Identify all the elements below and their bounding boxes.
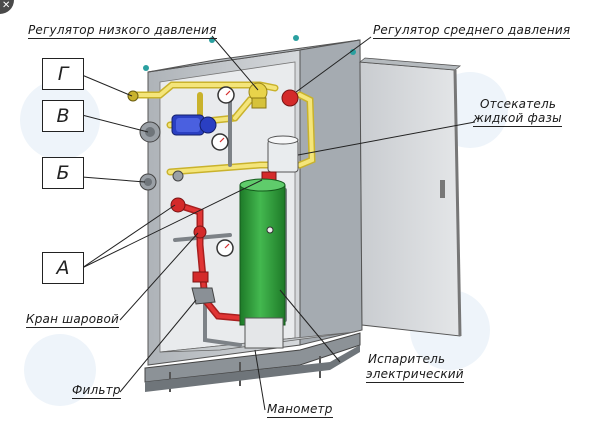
label-evaporator-line1: Испаритель [368,352,446,366]
label-low-pressure-regulator: Регулятор низкого давления [28,23,217,39]
gauges [211,86,276,257]
label-ball-valve: Кран шаровой [26,312,120,328]
leader-lines [81,35,476,411]
label-filter: Фильтр [72,383,121,399]
label-medium-pressure-regulator: Регулятор среднего давления [373,23,571,39]
box-label-a: А [42,252,84,284]
liquid-phase-cutoff [261,135,299,187]
box-label-v: В [42,100,84,132]
label-evaporator-line2: электрический [366,367,464,383]
inlet-flanges [127,90,184,191]
label-cutoff-line1: Отсекатель [480,97,557,111]
ball-valve-line [170,197,244,322]
cabinet-door [358,57,462,337]
electric-evaporator [239,178,286,349]
box-label-g: Г [42,58,84,90]
box-label-b: Б [42,157,84,189]
label-manometer: Манометр [267,402,333,418]
blue-regulator [171,114,217,136]
label-cutoff-line2: жидкой фазы [473,111,562,127]
